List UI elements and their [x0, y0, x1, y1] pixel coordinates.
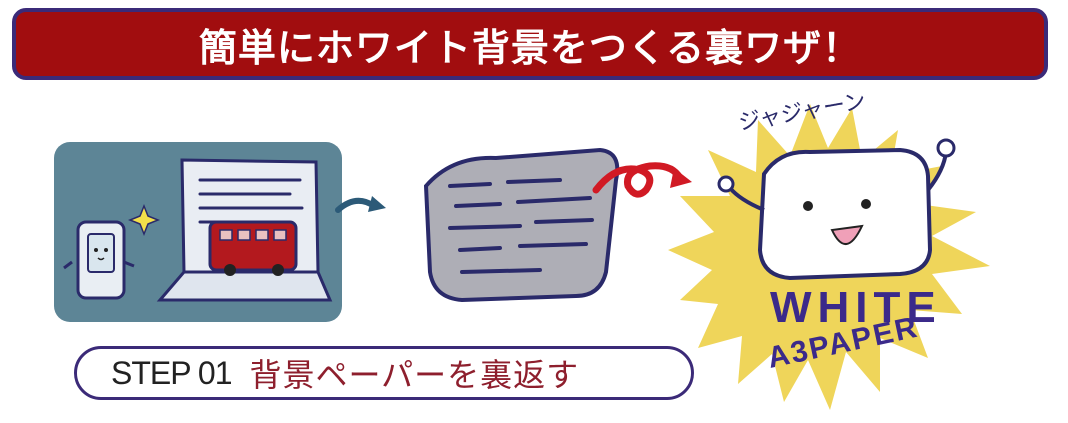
sparkle-icon [127, 203, 161, 237]
step-description: 背景ペーパーを裏返す [249, 356, 580, 394]
gray-paper-icon [423, 147, 620, 303]
bus-icon [208, 220, 298, 276]
white-label: WHITE [770, 283, 942, 332]
white-paper-character-icon [717, 138, 956, 281]
step-caption: STEP 01 背景ペーパーを裏返す [74, 346, 694, 400]
step-number: STEP 01 [111, 354, 232, 391]
smartphone-icon [63, 220, 135, 300]
title-banner: 簡単にホワイト背景をつくる裏ワザ！ [12, 8, 1048, 80]
flip-arrow-icon [592, 162, 692, 198]
banner-title: 簡単にホワイト背景をつくる裏ワザ！ [198, 25, 862, 70]
arrow-icon [335, 196, 386, 213]
